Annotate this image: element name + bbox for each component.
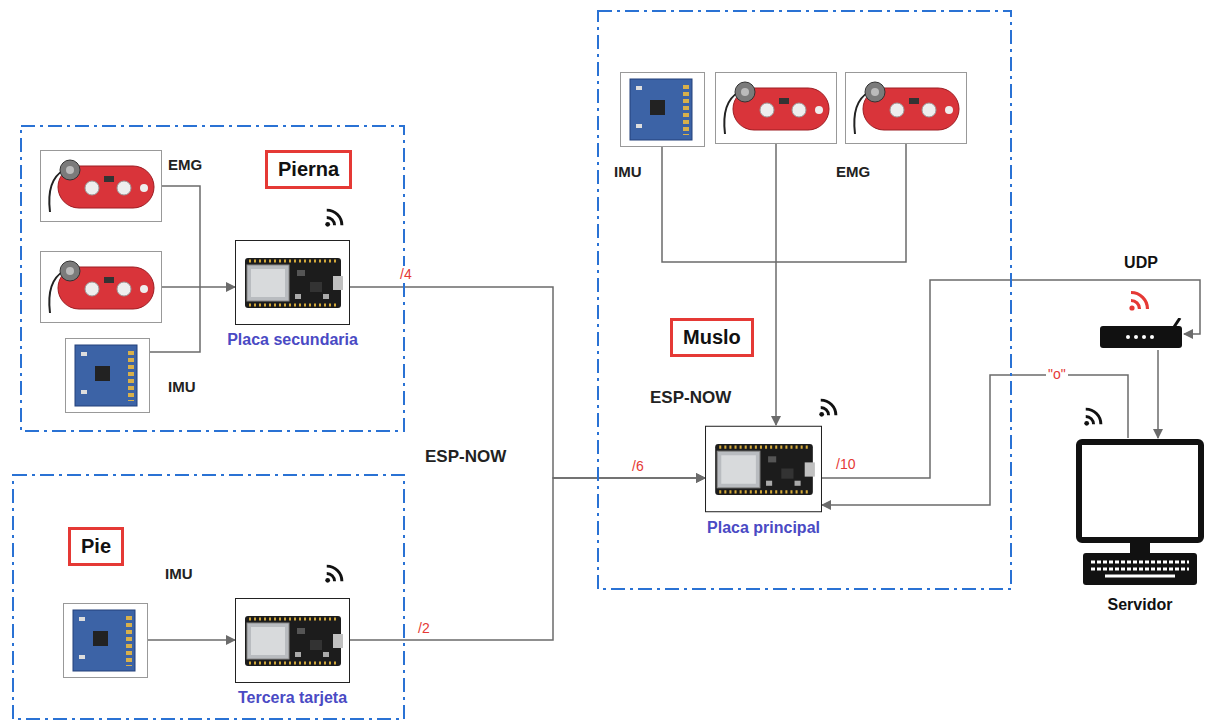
region-title: Muslo: [670, 318, 754, 357]
channel-count: /4: [398, 266, 414, 282]
esp32-board: Placa principal: [705, 425, 822, 513]
wifi-icon: [1084, 409, 1101, 426]
device-caption: UDP: [1124, 254, 1158, 272]
region-outline: [12, 474, 405, 720]
server-computer-picture: [1075, 438, 1205, 588]
emg-sensor: [716, 73, 837, 144]
protocol-label: ESP-NOW: [650, 388, 731, 408]
esp32-board-picture: [235, 240, 350, 325]
wifi-icon: [819, 400, 836, 417]
sensor-label: IMU: [165, 565, 193, 582]
dash-dot-border: [598, 11, 1011, 589]
sensor-label: IMU: [168, 378, 196, 395]
sensor-wires: [150, 186, 235, 352]
sensor-label: IMU: [614, 163, 642, 180]
router: UDP: [1098, 318, 1184, 350]
imu-sensor: [64, 604, 148, 678]
sensor-wires: [662, 144, 906, 425]
emg-sensor: [846, 73, 967, 144]
imu-sensor: [621, 73, 705, 147]
esp32-board-picture: [235, 598, 350, 683]
region-title: Pierna: [265, 150, 352, 189]
router-icon: [1100, 318, 1182, 348]
channel-count: "o": [1046, 366, 1068, 382]
esp32-board: Tercera tarjeta: [235, 598, 350, 683]
wireless-link: [1157, 350, 1159, 438]
wifi-icon: [325, 210, 342, 227]
esp32-board: Placa secundaria: [235, 240, 350, 325]
esp32-board-picture: [705, 425, 822, 513]
sensor-label: EMG: [168, 156, 202, 173]
router-picture: [1098, 318, 1184, 350]
device-caption: Tercera tarjeta: [238, 689, 347, 707]
channel-count: /10: [834, 456, 857, 472]
esp32-board-icon: [236, 599, 350, 683]
esp32-board-icon: [706, 426, 822, 511]
region-title: Pie: [68, 527, 124, 566]
device-caption: Servidor: [1108, 596, 1173, 614]
server-computer-icon: [1079, 442, 1201, 585]
body-region: Placa principal Muslo: [597, 10, 1012, 590]
dash-dot-border: [13, 475, 404, 719]
channel-count: /2: [416, 620, 432, 636]
channel-count: /6: [632, 458, 644, 474]
sensor-wires: [148, 639, 235, 641]
dash-dot-border: [21, 126, 404, 431]
body-region: Placa secundaria Pierna: [20, 125, 405, 432]
emg-sensor: [41, 151, 162, 222]
wifi-icon: [325, 566, 342, 583]
wifi-icon: [1129, 293, 1147, 311]
server-computer: Servidor: [1075, 438, 1205, 588]
sensor-label: EMG: [836, 163, 870, 180]
imu-sensor: [66, 339, 150, 413]
esp32-board-icon: [236, 241, 350, 325]
emg-sensor: [41, 252, 162, 323]
body-region: Tercera tarjeta Pie: [12, 474, 405, 720]
device-caption: Placa secundaria: [227, 331, 358, 349]
protocol-label: ESP-NOW: [425, 447, 506, 467]
device-caption: Placa principal: [707, 519, 820, 537]
